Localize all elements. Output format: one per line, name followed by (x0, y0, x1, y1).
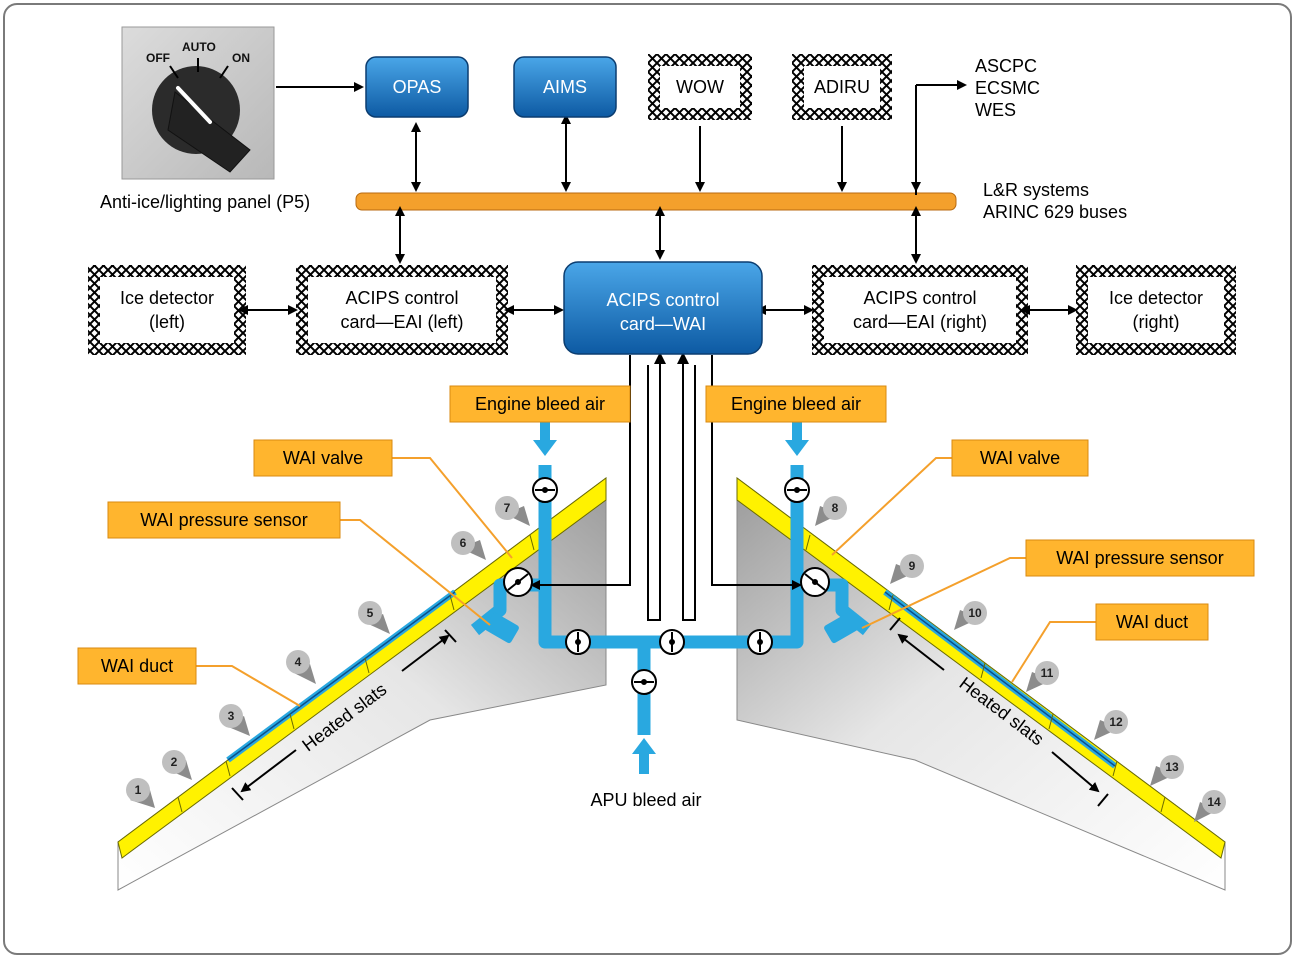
svg-text:5: 5 (367, 606, 374, 620)
svg-text:11: 11 (1041, 666, 1054, 680)
aims-block: AIMS (513, 56, 617, 118)
svg-text:ADIRU: ADIRU (814, 77, 870, 97)
svg-text:card—EAI (left): card—EAI (left) (340, 312, 463, 332)
callout-sensor-right: WAI pressure sensor (1025, 539, 1255, 577)
bus-connections (238, 80, 1078, 315)
panel-title: Anti-ice/lighting panel (P5) (100, 192, 310, 212)
svg-text:ACIPS control: ACIPS control (863, 288, 976, 308)
svg-text:Ice detector: Ice detector (120, 288, 214, 308)
right-wing (736, 477, 1226, 891)
svg-text:8: 8 (832, 501, 839, 515)
bleed-inflow-arrows (533, 420, 809, 774)
svg-text:1: 1 (135, 783, 142, 797)
slat-marker-12: 12 (1094, 710, 1128, 740)
svg-text:WAI duct: WAI duct (101, 656, 173, 676)
slat-marker-8: 8 (815, 496, 847, 526)
svg-text:WAI pressure sensor: WAI pressure sensor (1056, 548, 1223, 568)
svg-text:9: 9 (909, 559, 916, 573)
svg-text:WAI pressure sensor: WAI pressure sensor (140, 510, 307, 530)
slat-marker-1: 1 (126, 778, 155, 808)
svg-text:(left): (left) (149, 312, 185, 332)
svg-text:ARINC 629 buses: ARINC 629 buses (983, 202, 1127, 222)
switch-pos-auto: AUTO (182, 40, 216, 54)
svg-text:card—EAI (right): card—EAI (right) (853, 312, 987, 332)
opas-block: OPAS (365, 56, 469, 118)
svg-text:Ice detector: Ice detector (1109, 288, 1203, 308)
callout-valve-left: WAI valve (253, 439, 393, 477)
svg-text:ACIPS control: ACIPS control (606, 290, 719, 310)
pressure-sensor-right (824, 612, 858, 644)
anti-ice-panel: OFF AUTO ON (121, 26, 275, 180)
slat-marker-13: 13 (1150, 755, 1184, 786)
svg-text:ECSMC: ECSMC (975, 78, 1040, 98)
eai-card-right: ACIPS control card—EAI (right) (812, 265, 1028, 355)
svg-text:ASCPC: ASCPC (975, 56, 1037, 76)
svg-text:10: 10 (968, 606, 982, 620)
slat-marker-10: 10 (954, 601, 987, 630)
eai-card-left: ACIPS control card—EAI (left) (296, 265, 508, 355)
callout-bleed-right: Engine bleed air (705, 385, 887, 423)
heated-slats-left-span (231, 629, 457, 801)
svg-text:6: 6 (460, 536, 467, 550)
svg-text:7: 7 (504, 501, 511, 515)
svg-text:WAI valve: WAI valve (980, 448, 1060, 468)
wow-block: WOW (648, 54, 752, 120)
svg-text:OPAS: OPAS (393, 77, 442, 97)
callout-leaders (196, 457, 1096, 707)
svg-text:ACIPS control: ACIPS control (345, 288, 458, 308)
ice-detector-left: Ice detector (left) (88, 265, 246, 355)
ice-detector-right: Ice detector (right) (1076, 265, 1236, 355)
svg-text:14: 14 (1207, 795, 1221, 809)
callout-bleed-left: Engine bleed air (449, 385, 631, 423)
slat-marker-9: 9 (890, 554, 924, 584)
callout-duct-left: WAI duct (77, 647, 197, 685)
svg-text:WOW: WOW (676, 77, 724, 97)
svg-text:(right): (right) (1132, 312, 1179, 332)
bus-label: L&R systems ARINC 629 buses (983, 180, 1127, 222)
slat-marker-11: 11 (1026, 661, 1059, 692)
slat-marker-4: 4 (286, 650, 316, 684)
apu-bleed-label: APU bleed air (590, 790, 701, 810)
svg-text:WES: WES (975, 100, 1016, 120)
slat-marker-14: 14 (1194, 790, 1226, 822)
svg-text:L&R systems: L&R systems (983, 180, 1089, 200)
slat-marker-5: 5 (358, 601, 390, 634)
svg-text:WAI valve: WAI valve (283, 448, 363, 468)
svg-text:WAI duct: WAI duct (1116, 612, 1188, 632)
svg-text:Engine bleed air: Engine bleed air (731, 394, 861, 414)
left-wing (117, 477, 607, 891)
arinc-bus-bar (355, 192, 957, 211)
pressure-sensor-left (485, 612, 519, 644)
svg-text:card—WAI: card—WAI (620, 314, 706, 334)
switch-pos-off: OFF (146, 51, 170, 65)
switch-pos-on: ON (232, 51, 250, 65)
svg-text:13: 13 (1165, 760, 1179, 774)
slat-marker-7: 7 (495, 496, 530, 526)
svg-text:AIMS: AIMS (543, 77, 587, 97)
adiru-block: ADIRU (792, 54, 892, 120)
slat-marker-3: 3 (219, 704, 250, 736)
output-list: ASCPC ECSMC WES (975, 56, 1040, 120)
slat-marker-2: 2 (162, 750, 192, 780)
slat-number-markers: 1 2 3 4 5 6 7 8 9 10 11 12 13 14 (126, 496, 1226, 822)
callout-duct-right: WAI duct (1095, 603, 1209, 641)
control-wires (530, 355, 802, 621)
svg-text:4: 4 (295, 655, 302, 669)
callout-valve-right: WAI valve (951, 439, 1089, 477)
svg-text:Engine bleed air: Engine bleed air (475, 394, 605, 414)
svg-text:2: 2 (171, 755, 178, 769)
svg-text:12: 12 (1109, 715, 1123, 729)
callout-sensor-left: WAI pressure sensor (107, 501, 341, 539)
slat-marker-6: 6 (451, 531, 486, 560)
svg-text:3: 3 (228, 709, 235, 723)
wai-control-card: ACIPS control card—WAI (563, 261, 763, 355)
heated-slats-right-span (889, 617, 1109, 807)
